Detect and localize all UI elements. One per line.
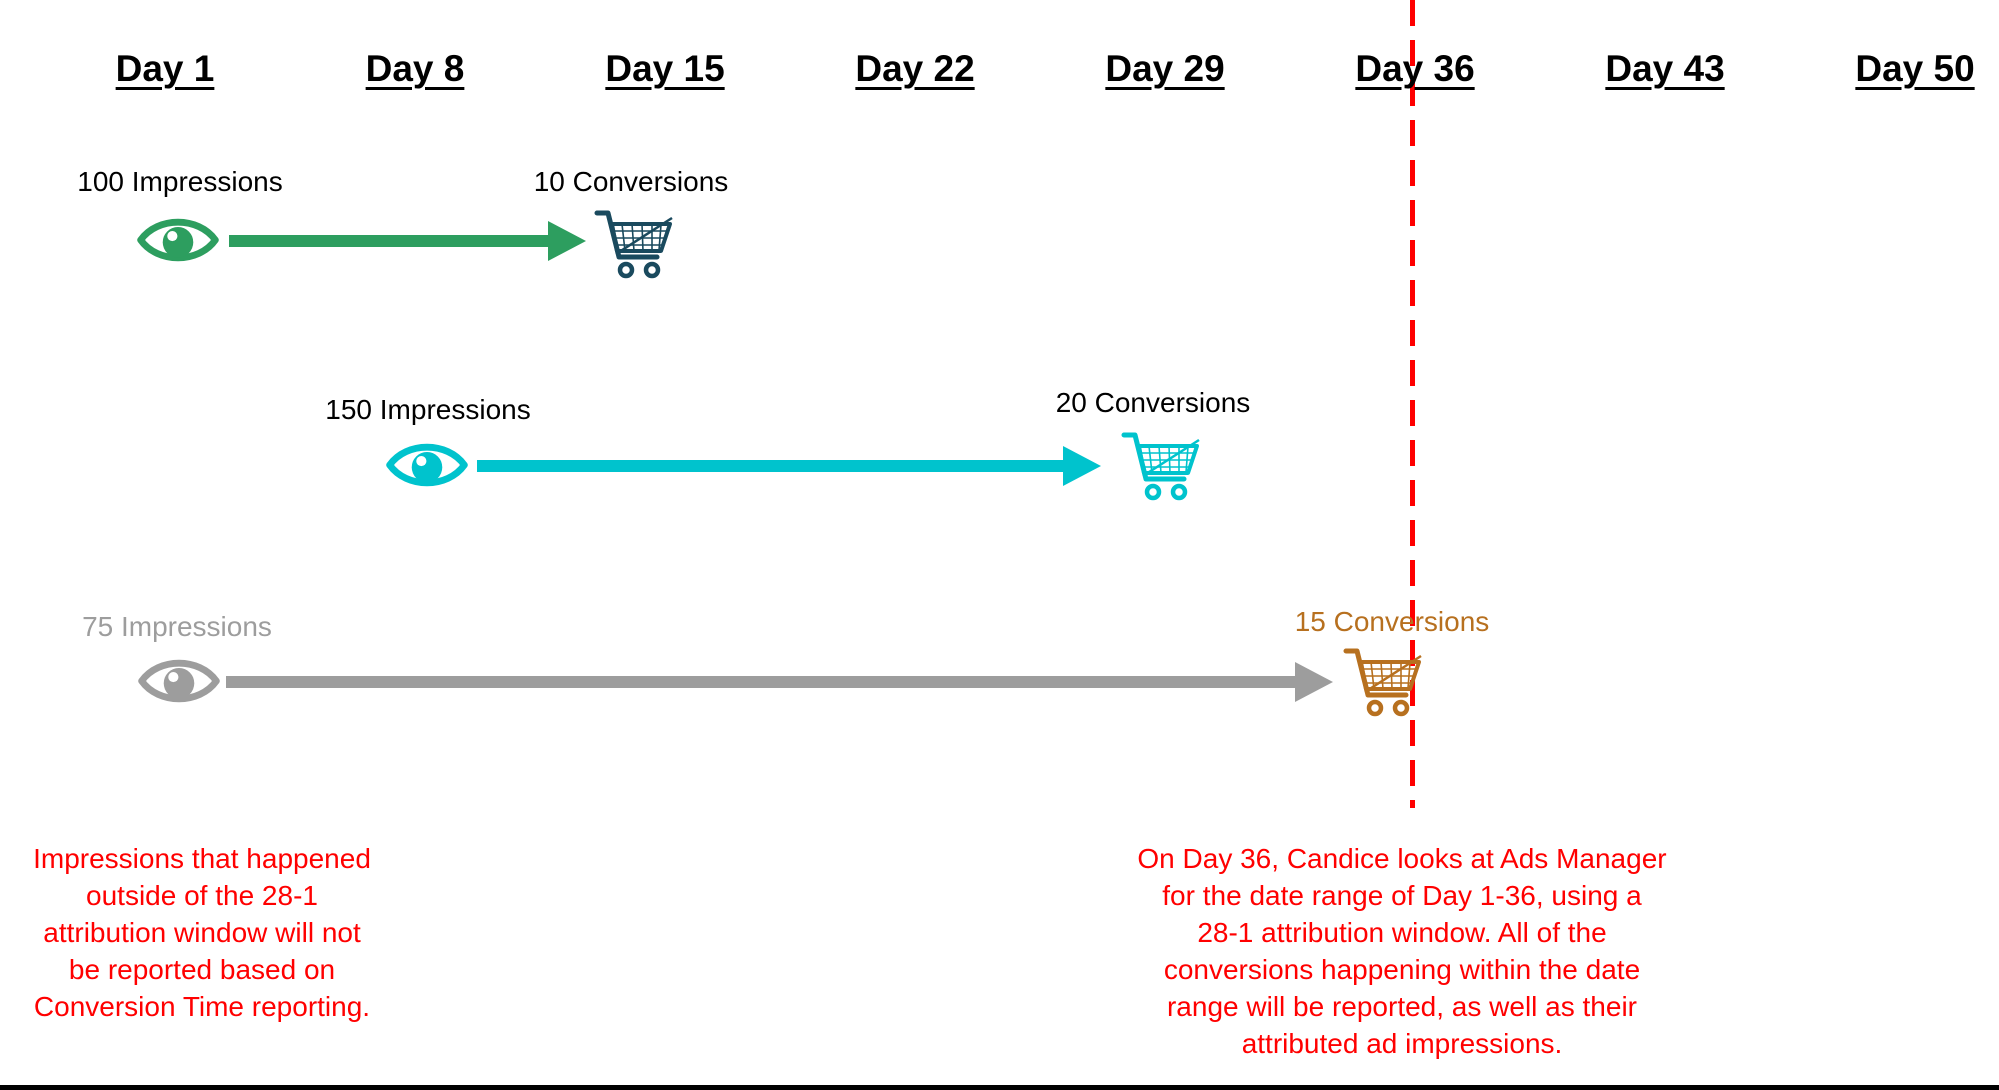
impressions-label: 75 Impressions [82, 611, 272, 642]
day-label-36: Day 36 [1355, 48, 1475, 89]
conversions-label: 10 Conversions [533, 166, 729, 197]
arrow-shaft [229, 235, 548, 247]
day-label-1: Day 1 [115, 48, 215, 89]
conversion-time-note: Impressions that happened outside of the… [33, 843, 371, 1022]
day-label-43: Day 43 [1605, 48, 1725, 89]
attribution-arrow [477, 446, 1101, 486]
impressions-label: 150 Impressions [325, 394, 531, 425]
eye-icon [136, 652, 222, 710]
attribution-arrow [229, 221, 586, 261]
bottom-divider [0, 1085, 1999, 1090]
day-36-reporting-note: On Day 36, Candice looks at Ads Manager … [1137, 843, 1667, 1059]
day-label-15: Day 15 [605, 48, 725, 89]
arrow-head-icon [1063, 446, 1101, 486]
arrow-head-icon [1295, 662, 1333, 702]
day-label-22: Day 22 [855, 48, 975, 89]
day-label-50: Day 50 [1855, 48, 1975, 89]
conversions-label: 15 Conversions [1294, 606, 1490, 637]
day-label-29: Day 29 [1105, 48, 1225, 89]
arrow-shaft [477, 460, 1063, 472]
day-label-8: Day 8 [365, 48, 465, 89]
shopping-cart-icon [1121, 424, 1201, 508]
conversions-label: 20 Conversions [1055, 387, 1251, 418]
impressions-label: 100 Impressions [77, 166, 283, 197]
shopping-cart-icon [594, 202, 674, 286]
eye-icon [135, 211, 221, 269]
attribution-arrow [226, 662, 1333, 702]
shopping-cart-icon [1343, 640, 1423, 724]
arrow-head-icon [548, 221, 586, 261]
day-36-marker-line [1410, 0, 1415, 808]
arrow-shaft [226, 676, 1295, 688]
eye-icon [384, 436, 470, 494]
